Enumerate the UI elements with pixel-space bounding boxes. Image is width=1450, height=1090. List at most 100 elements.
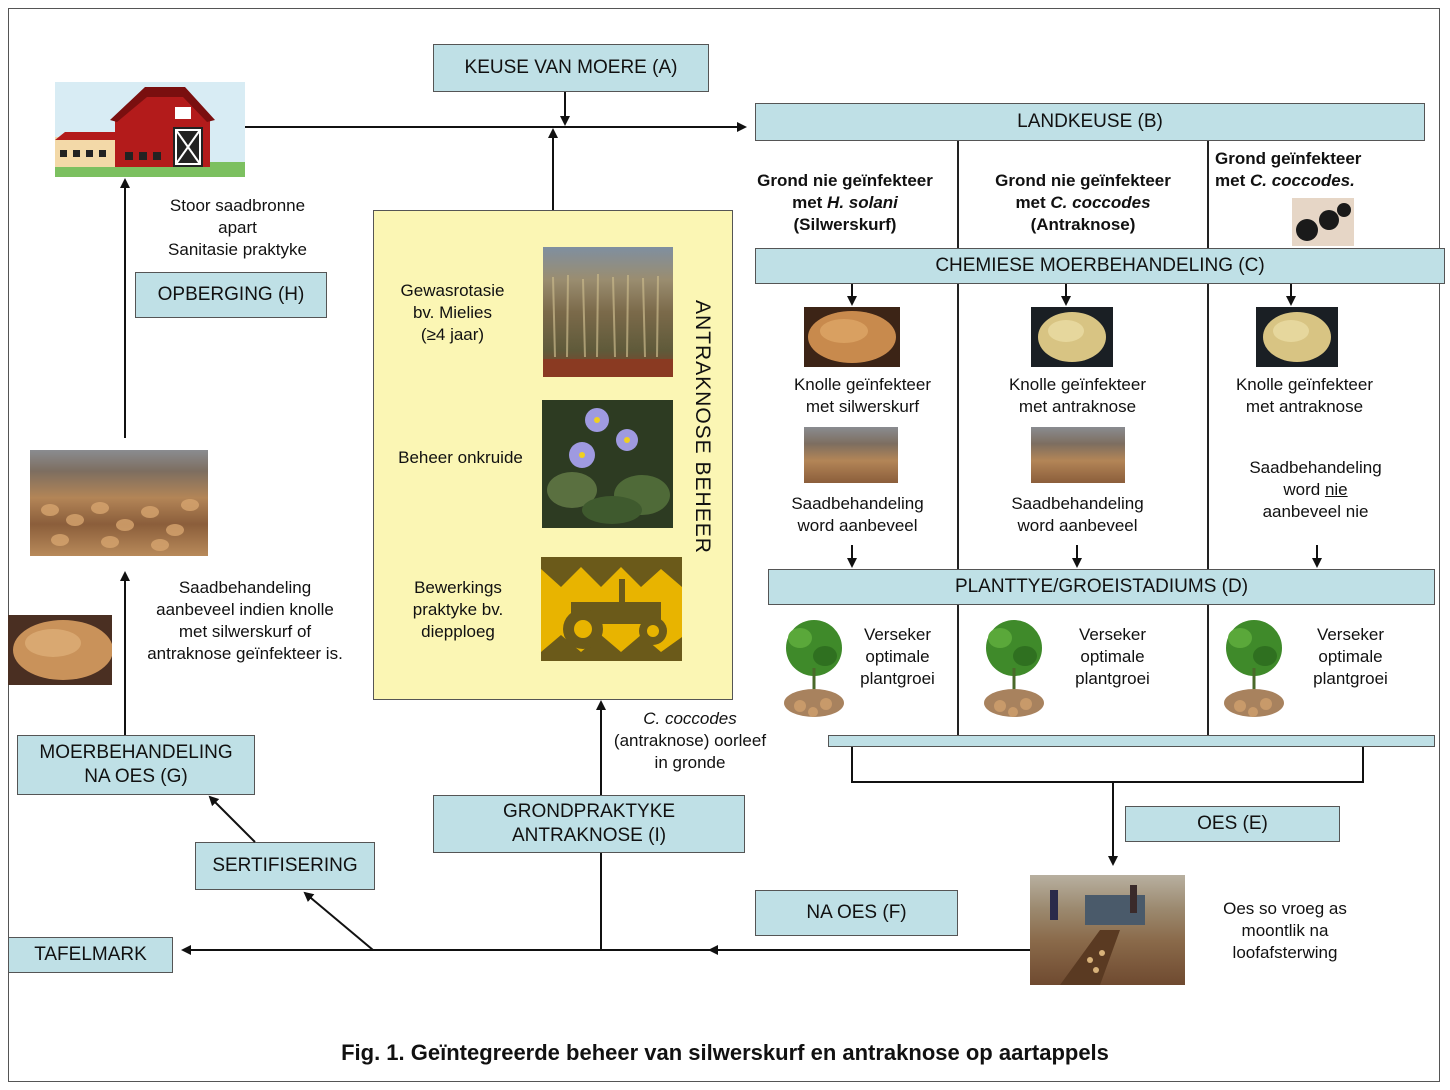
- col3-header-line-2: met C. coccodes.: [1215, 170, 1395, 192]
- soil-survival-text-2: (antraknose) oorleef in gronde: [600, 730, 780, 774]
- rotation-line-2: bv. Mielies: [412, 303, 493, 322]
- harvest-line-2: moontlik na: [1241, 921, 1329, 940]
- column-divider-2: [1207, 141, 1209, 736]
- bottom-collector-bar: [828, 735, 1435, 747]
- storage-line-2: apart: [218, 218, 257, 237]
- box-opberging-h: OPBERGING (H): [135, 272, 327, 318]
- col1-tuber-text: Knolle geïnfekteer met silwerskurf: [770, 374, 955, 418]
- seed-treatment-text: Saadbehandeling aanbeveel indien knolle …: [125, 577, 365, 665]
- harvester-image: [1030, 875, 1185, 985]
- col2-seed-line-2: word aanbeveel: [1017, 516, 1138, 535]
- seedtreat-line-3: met silwerskurf of: [178, 622, 312, 641]
- col3-seed-word: word: [1283, 480, 1325, 499]
- col1-growth-line-3: plantgroei: [860, 669, 935, 688]
- col2-header-species: C. coccodes: [1050, 193, 1151, 212]
- col3-seed-line-2: word nie: [1228, 479, 1403, 501]
- col1-header-line-1: Grond nie geïnfekteer: [757, 171, 933, 190]
- figure-frame: [8, 8, 1440, 1082]
- tillage-line-2: praktyke bv.: [412, 600, 504, 619]
- box-sertifisering: SERTIFISERING: [195, 842, 375, 890]
- nightshade-image: [542, 400, 673, 528]
- soil-line-3: in gronde: [654, 753, 726, 772]
- box-opberging-label: OPBERGING (H): [157, 284, 305, 305]
- box-keuse-van-moere-a: KEUSE VAN MOERE (A): [433, 44, 709, 92]
- col1-header-line-2: met H. solani: [740, 192, 950, 214]
- sorting-image-col1: [804, 427, 898, 483]
- box-d-label: PLANTTYE/GROEISTADIUMS (D): [954, 576, 1249, 597]
- box-chemiese-moerbehandeling-c: CHEMIESE MOERBEHANDELING (C): [755, 248, 1445, 284]
- col2-growth-line-2: optimale: [1080, 647, 1145, 666]
- box-b-label: LANDKEUSE (B): [1017, 111, 1163, 132]
- col3-seed-line-1: Saadbehandeling: [1249, 458, 1382, 477]
- col1-seed-text: Saadbehandeling word aanbeveel: [770, 493, 945, 537]
- col2-tuber-line-2: met antraknose: [1018, 397, 1137, 416]
- col3-tuber-line-2: met antraknose: [1245, 397, 1364, 416]
- harvest-line-1: Oes so vroeg as: [1223, 899, 1347, 918]
- col1-header-line-3: (Silwerskurf): [793, 215, 897, 234]
- box-landkeuse-b: LANDKEUSE (B): [755, 103, 1425, 141]
- box-f-label: NA OES (F): [806, 902, 907, 923]
- box-c-label: CHEMIESE MOERBEHANDELING (C): [935, 255, 1265, 276]
- barn-image: [55, 82, 245, 177]
- harvest-line-3: loofafsterwing: [1232, 943, 1338, 962]
- col2-header-met: met: [1015, 193, 1051, 212]
- col3-growth-line-1: Verseker: [1316, 625, 1385, 644]
- plant-image-col3: [1220, 618, 1288, 720]
- box-planttye-groeistadiums-d: PLANTTYE/GROEISTADIUMS (D): [768, 569, 1435, 605]
- col3-seed-line-3: aanbeveel nie: [1262, 502, 1369, 521]
- col3-tuber-line-1: Knolle geïnfekteer: [1235, 375, 1374, 394]
- col1-growth-line-2: optimale: [865, 647, 930, 666]
- rotation-line-3: (≥4 jaar): [420, 325, 485, 344]
- col2-growth-line-1: Verseker: [1078, 625, 1147, 644]
- potato-image-col1: [804, 307, 900, 367]
- box-i-line-2: ANTRAKNOSE (I): [511, 825, 667, 846]
- potato-image-col3: [1256, 307, 1338, 367]
- box-na-oes-f: NA OES (F): [755, 890, 958, 936]
- box-a-label: KEUSE VAN MOERE (A): [464, 57, 678, 78]
- col1-seed-line-1: Saadbehandeling: [791, 494, 924, 513]
- col2-header: Grond nie geïnfekteer met C. coccodes (A…: [978, 170, 1188, 236]
- weed-control-text: Beheer onkruide: [383, 447, 538, 469]
- col3-growth-line-2: optimale: [1318, 647, 1383, 666]
- storage-text: Stoor saadbronne apart Sanitasie praktyk…: [140, 195, 335, 261]
- box-e-label: OES (E): [1197, 813, 1268, 834]
- potato-image-left: [8, 615, 112, 685]
- rotation-text: Gewasrotasie bv. Mielies (≥4 jaar): [380, 280, 525, 346]
- col3-growth-text: Verseker optimale plantgroei: [1303, 624, 1398, 690]
- box-oes-e: OES (E): [1125, 806, 1340, 842]
- tillage-line-3: diepploeg: [421, 622, 495, 641]
- col1-header-species: H. solani: [827, 193, 898, 212]
- col1-growth-text: Verseker optimale plantgroei: [850, 624, 945, 690]
- col1-header-met: met: [792, 193, 828, 212]
- box-g-line-1: MOERBEHANDELING: [39, 742, 233, 763]
- col1-seed-line-2: word aanbeveel: [797, 516, 918, 535]
- box-g-line-2: NA OES (G): [84, 766, 188, 787]
- box-tafelmark-label: TAFELMARK: [34, 944, 147, 965]
- col2-header-line-3: (Antraknose): [1030, 215, 1136, 234]
- col1-growth-line-1: Verseker: [863, 625, 932, 644]
- rotation-line-1: Gewasrotasie: [400, 281, 505, 300]
- potato-image-col2: [1031, 307, 1113, 367]
- col3-seed-nie: nie: [1324, 480, 1348, 499]
- col2-growth-line-3: plantgroei: [1075, 669, 1150, 688]
- box-sertifisering-label: SERTIFISERING: [212, 855, 358, 876]
- soil-survival-text: C. coccodes: [600, 708, 780, 730]
- col2-tuber-line-1: Knolle geïnfekteer: [1008, 375, 1147, 394]
- col3-header-line-1: Grond geïnfekteer: [1215, 149, 1362, 168]
- box-moerbehandeling-g: MOERBEHANDELING NA OES (G): [17, 735, 255, 795]
- col2-growth-text: Verseker optimale plantgroei: [1065, 624, 1160, 690]
- figure-caption: Fig. 1. Geïntegreerde beheer van silwers…: [341, 1040, 1109, 1065]
- seedtreat-line-1: Saadbehandeling: [178, 578, 312, 597]
- seedtreat-line-2: aanbeveel indien knolle: [156, 600, 334, 619]
- storage-line-3: Sanitasie praktyke: [168, 240, 307, 259]
- box-tafelmark: TAFELMARK: [8, 937, 173, 973]
- sclerotia-image: [1292, 198, 1354, 246]
- soil-line-2: (antraknose) oorleef: [613, 731, 767, 750]
- col3-header: Grond geïnfekteer met C. coccodes.: [1215, 148, 1395, 192]
- col3-seed-text: Saadbehandeling word nie aanbeveel nie: [1228, 457, 1403, 523]
- col3-header-species: C. coccodes.: [1249, 171, 1355, 190]
- col1-header: Grond nie geïnfekteer met H. solani (Sil…: [740, 170, 950, 236]
- potato-sorting-image-left: [30, 450, 208, 556]
- maize-field-image: [543, 247, 673, 377]
